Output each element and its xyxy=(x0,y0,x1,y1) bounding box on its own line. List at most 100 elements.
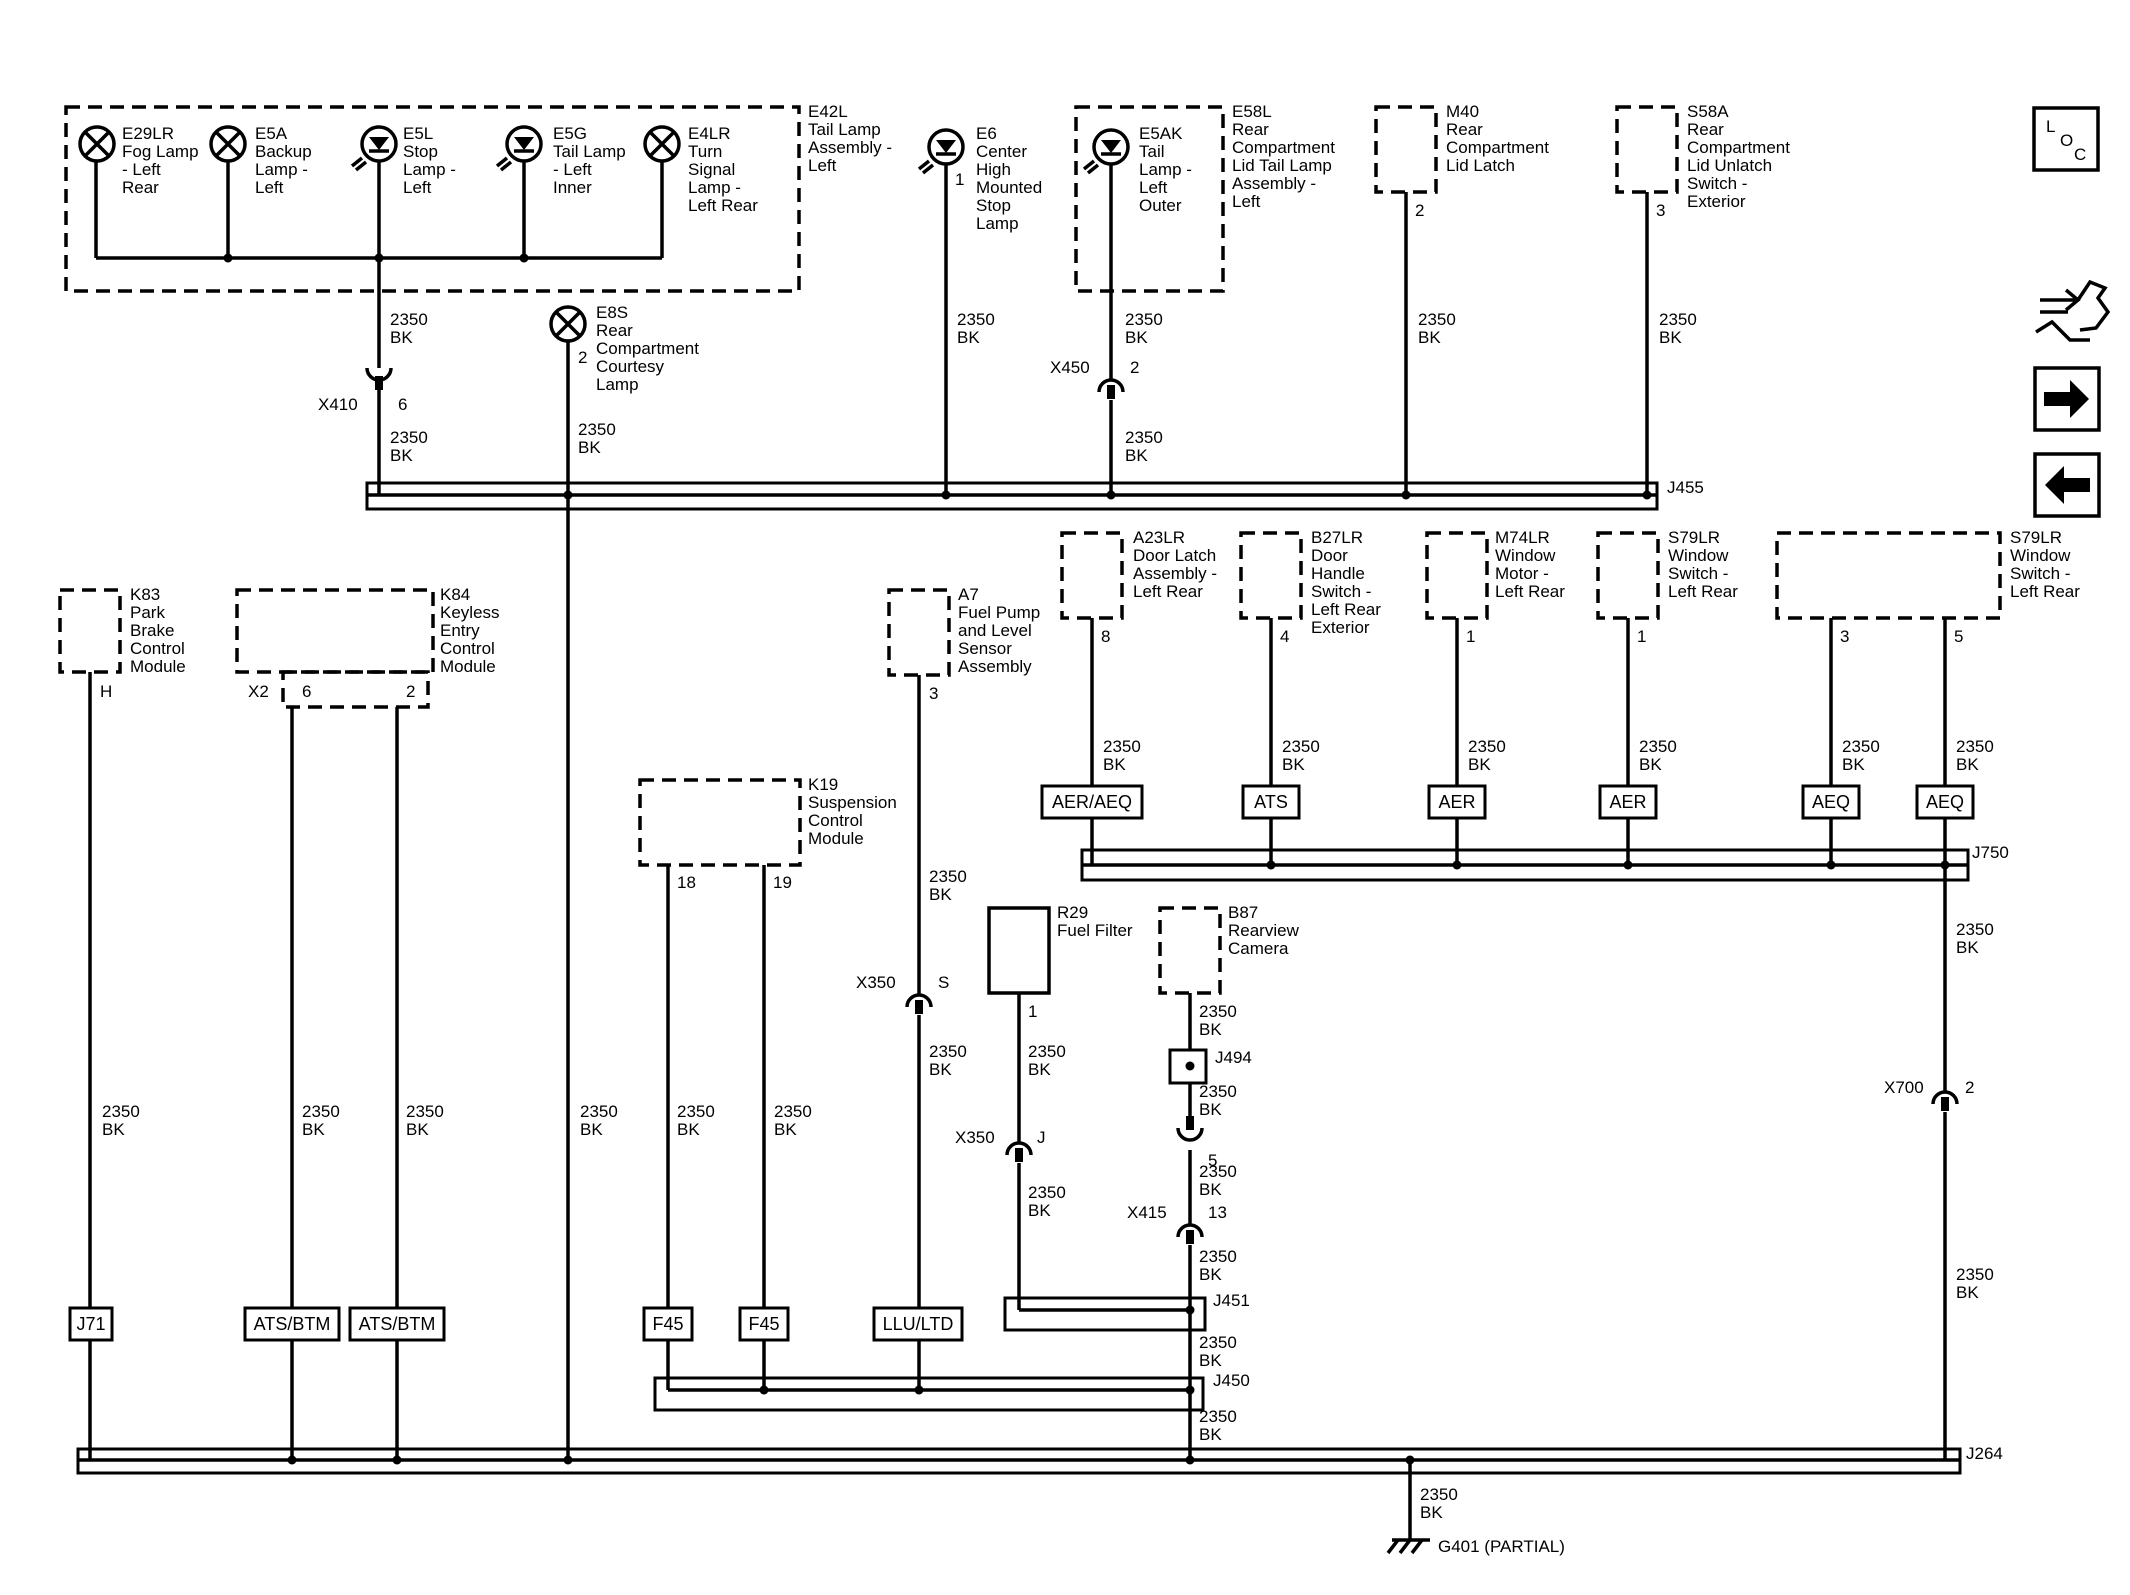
option-label-s79lr-b-1: AEQ xyxy=(1812,792,1850,812)
component-label-line: Fog Lamp xyxy=(122,142,199,161)
component-label-line: E4LR xyxy=(688,124,731,143)
splice-j750: J750 xyxy=(1972,843,2009,862)
wire-gauge-label: 2350 xyxy=(1028,1042,1066,1061)
m40-box xyxy=(1374,105,1438,194)
next-arrow-button[interactable] xyxy=(2033,366,2101,432)
wire-gauge-label: 2350 xyxy=(390,310,428,329)
component-label-line: E6 xyxy=(976,124,997,143)
splice-labels: J455 J750 J494 J451 J450 J264 G401 (PART… xyxy=(1213,478,2009,1556)
wire-color-label: BK xyxy=(1639,755,1662,774)
next-arrow-icon xyxy=(2044,380,2089,418)
k84-connector-label: X2 xyxy=(248,682,269,701)
component-label-line: Lamp - xyxy=(403,160,456,179)
wire-color-label: BK xyxy=(1103,755,1126,774)
component-label-line: Lamp - xyxy=(688,178,741,197)
component-label-line: Left Rear xyxy=(1311,600,1381,619)
component-label-line: Turn xyxy=(688,142,722,161)
wire-color-label: BK xyxy=(390,328,413,347)
ground-g401-label: G401 (PARTIAL) xyxy=(1438,1537,1565,1556)
b87-box xyxy=(1158,906,1222,995)
component-label-line: M40 xyxy=(1446,102,1479,121)
m74lr-box xyxy=(1425,531,1489,620)
pin-s79lr-b-1: 3 xyxy=(1840,627,1849,646)
component-label-line: Assembly - xyxy=(1133,564,1217,583)
wire-gauge-label: 2350 xyxy=(677,1102,715,1121)
e5l-stop-lamp-led-icon xyxy=(350,125,398,172)
wire-gauge-label: 2350 xyxy=(1842,737,1880,756)
splice-j451: J451 xyxy=(1213,1291,1250,1310)
ground-symbol-icon xyxy=(1386,1538,1430,1555)
option-label-s79lr-a: AER xyxy=(1609,792,1646,812)
e4lr-turn-signal-lamp-icon xyxy=(643,125,681,163)
s58a-box xyxy=(1615,105,1679,194)
component-label-line: Stop xyxy=(976,196,1011,215)
k83-box xyxy=(58,588,122,674)
component-label-line: Handle xyxy=(1311,564,1365,583)
component-label-line: Camera xyxy=(1228,939,1289,958)
option-label-s79lr-b-2: AEQ xyxy=(1926,792,1964,812)
component-label-line: Inner xyxy=(553,178,592,197)
wire-color-label: BK xyxy=(1199,1020,1222,1039)
option-label-k84-1: ATS/BTM xyxy=(254,1314,331,1334)
wire-gauge-label: 2350 xyxy=(1199,1333,1237,1352)
connector-x700-pin: 2 xyxy=(1965,1078,1974,1097)
pin-m74lr: 1 xyxy=(1466,627,1475,646)
connector-x350s-name: X350 xyxy=(856,973,896,992)
splice-j494: J494 xyxy=(1215,1048,1252,1067)
option-label-m74lr: AER xyxy=(1438,792,1475,812)
e29lr-fog-lamp-icon xyxy=(78,125,116,163)
component-label-line: Suspension xyxy=(808,793,897,812)
wire-gauge-label: 2350 xyxy=(102,1102,140,1121)
wire-gauge-label: 2350 xyxy=(406,1102,444,1121)
connector-tools-icon[interactable] xyxy=(2035,279,2111,342)
previous-arrow-icon xyxy=(2045,466,2090,504)
wire-color-label: BK xyxy=(302,1120,325,1139)
wire-gauge-label: 2350 xyxy=(1956,737,1994,756)
pin-k83: H xyxy=(100,682,112,701)
previous-arrow-button[interactable] xyxy=(2033,452,2101,518)
component-label-line: Left Rear xyxy=(2010,582,2080,601)
pin-numbers: 2 1 2 3 8 4 1 1 3 5 H X2 6 2 3 18 19 1 xyxy=(100,170,1963,1021)
component-label-line: Tail xyxy=(1139,142,1165,161)
pin-m40: 2 xyxy=(1415,201,1424,220)
component-label-line: Left xyxy=(808,156,837,175)
component-label-line: S58A xyxy=(1687,102,1729,121)
wire-gauge-label: 2350 xyxy=(1125,428,1163,447)
component-label-line: High xyxy=(976,160,1011,179)
e8s-courtesy-lamp-icon xyxy=(549,305,587,343)
component-label-line: Left xyxy=(403,178,432,197)
wire-gauge-label: 2350 xyxy=(957,310,995,329)
wire-color-label: BK xyxy=(929,1060,952,1079)
component-label-line: Assembly - xyxy=(1232,174,1316,193)
splice-j455: J455 xyxy=(1667,478,1704,497)
component-label-line: S79LR xyxy=(1668,528,1720,547)
wire-color-label: BK xyxy=(1199,1265,1222,1284)
component-label-line: Lamp xyxy=(596,375,639,394)
option-label-texts: AER/AEQ ATS AER AER AEQ AEQ J71 ATS/BTM … xyxy=(76,792,1964,1334)
connector-x450-name: X450 xyxy=(1050,358,1090,377)
pin-k84-2: 2 xyxy=(406,682,415,701)
component-label-line: Signal xyxy=(688,160,735,179)
wire-labels: 2350BK2350BK2350BK2350BK2350BK2350BK2350… xyxy=(102,310,1994,1522)
component-label-line: Left Rear xyxy=(1495,582,1565,601)
wire-color-label: BK xyxy=(929,885,952,904)
option-label-a23lr: AER/AEQ xyxy=(1052,792,1132,812)
wire-gauge-label: 2350 xyxy=(1639,737,1677,756)
loc-letter-o: O xyxy=(2060,131,2073,150)
component-label-line: Door xyxy=(1311,546,1348,565)
s79lr-b-box xyxy=(1775,531,2002,620)
loc-button[interactable]: L O C xyxy=(2032,106,2100,172)
wire-gauge-label: 2350 xyxy=(1282,737,1320,756)
connector-x700-name: X700 xyxy=(1884,1078,1924,1097)
component-label-line: A23LR xyxy=(1133,528,1185,547)
component-label-line: K83 xyxy=(130,585,160,604)
